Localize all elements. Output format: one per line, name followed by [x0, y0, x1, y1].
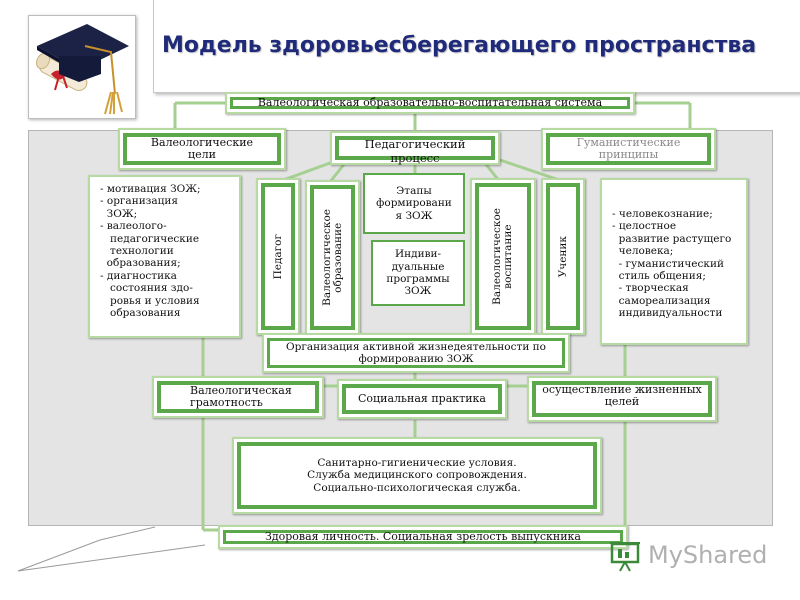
node-valeological-goals-label: Валеологические цели	[150, 136, 254, 161]
node-valeological-system: Валеологическая образовательно-воспитате…	[225, 92, 635, 114]
node-valeological-upbringing-label: Валеологическое воспитание	[491, 208, 514, 305]
node-valeological-upbringing: Валеологическое воспитание	[470, 178, 536, 335]
node-individual-programs: Индиви- дуальные программы ЗОЖ	[371, 240, 465, 306]
node-stages: Этапы формировани я ЗОЖ	[363, 173, 465, 234]
node-individual-programs-label: Индиви- дуальные программы ЗОЖ	[386, 248, 450, 298]
node-valeological-system-label: Валеологическая образовательно-воспитате…	[257, 96, 603, 109]
page-title: Модель здоровьесберегающего пространства	[162, 33, 757, 58]
node-active-life-organization-label: Организация активной жизнедеятельности п…	[286, 341, 546, 365]
node-valeological-literacy-label: Валеологическая грамотность	[190, 384, 292, 409]
node-teacher-label: Педагог	[271, 233, 284, 280]
node-life-goals: осуществление жизненных целей	[527, 376, 717, 422]
node-pedagogical-process-label: Педагогический процесс	[364, 137, 466, 165]
node-social-practice: Социальная практика	[337, 379, 507, 419]
principles-list-box: - человекознание; - целостное развитие р…	[600, 178, 748, 345]
node-humanistic-principles-label: Гуманистические принципы	[576, 136, 681, 161]
node-valeological-education-label: Валеологическое образование	[320, 209, 344, 306]
watermark-text: MyShared	[648, 541, 768, 569]
node-valeological-goals: Валеологические цели	[118, 128, 286, 170]
goals-list-box: - мотивация ЗОЖ; - организация ЗОЖ; - ва…	[88, 175, 241, 338]
node-stages-label: Этапы формировани я ЗОЖ	[376, 184, 452, 222]
node-humanistic-principles: Гуманистические принципы	[541, 128, 716, 170]
presentation-board-icon	[610, 542, 640, 572]
node-valeological-education: Валеологическое образование	[305, 180, 360, 335]
node-sanitary-conditions: Санитарно-гигиенические условия. Служба …	[232, 437, 602, 514]
node-pedagogical-process: Педагогический процесс	[330, 131, 500, 165]
goals-list-text: - мотивация ЗОЖ; - организация ЗОЖ; - ва…	[100, 183, 201, 320]
title-panel	[153, 0, 800, 93]
node-healthy-personality: Здоровая личность. Социальная зрелость в…	[218, 525, 628, 549]
principles-list-text: - человекознание; - целостное развитие р…	[612, 208, 732, 320]
logo-graduation-cap	[28, 15, 136, 119]
node-valeological-literacy: Валеологическая грамотность	[152, 376, 324, 418]
node-active-life-organization: Организация активной жизнедеятельности п…	[262, 333, 570, 373]
node-social-practice-label: Социальная практика	[358, 392, 486, 405]
node-healthy-personality-label: Здоровая личность. Социальная зрелость в…	[265, 530, 581, 543]
node-student-label: Ученик	[556, 235, 569, 278]
node-student: Ученик	[541, 178, 585, 335]
node-teacher: Педагог	[256, 178, 300, 335]
graduation-cap-icon	[36, 24, 129, 115]
node-life-goals-label: осуществление жизненных целей	[542, 383, 702, 408]
node-sanitary-conditions-label: Санитарно-гигиенические условия. Служба …	[307, 456, 527, 494]
